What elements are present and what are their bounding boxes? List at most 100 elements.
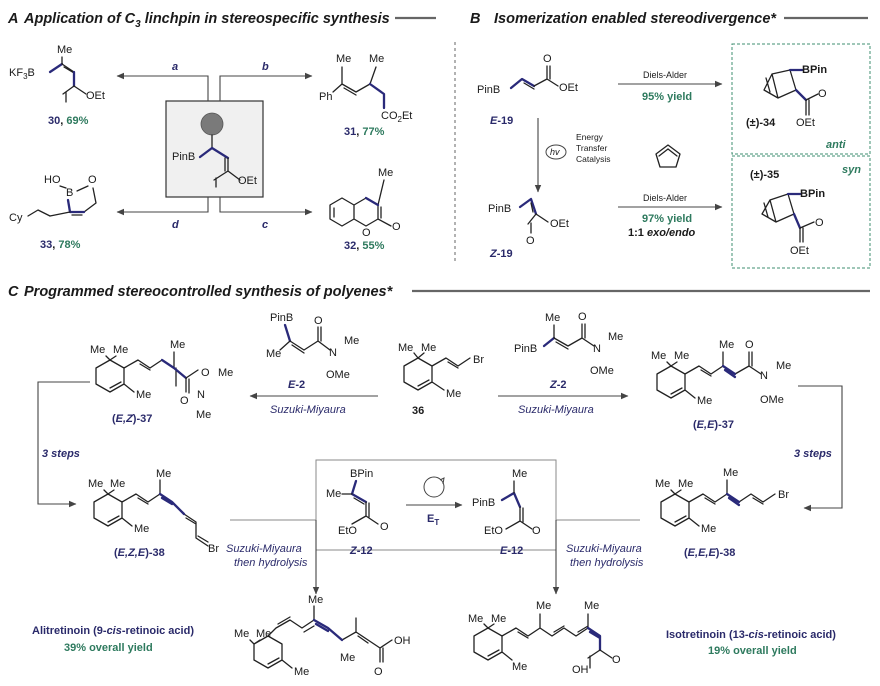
eze38-me-4: Me <box>134 523 149 535</box>
ez37-n: N <box>197 389 205 401</box>
ee37-ome: OMe <box>760 394 784 406</box>
alitretinoin-yield: 39% overall yield <box>64 642 153 654</box>
iso-me-4: Me <box>584 600 599 612</box>
c32-o-carbonyl: O <box>392 221 401 233</box>
da-top-name: Diels-Alder <box>643 70 687 80</box>
compound-30: KF3B Me OEt 30, 69% <box>9 44 105 127</box>
product-box-anti <box>731 43 871 155</box>
p34-tag: anti <box>826 139 847 151</box>
arrow-a-label: a <box>172 61 178 73</box>
z12-label: Z-12 <box>349 545 373 557</box>
e12-label: E-12 <box>500 545 523 557</box>
center-oet: OEt <box>238 175 257 187</box>
ee37-n-me: Me <box>776 360 791 372</box>
reagent-z2: Me PinB O N Me OMe Z-2 <box>514 311 623 391</box>
c32-label: 32, 55% <box>344 240 385 252</box>
p34-label: (±)-34 <box>746 117 776 129</box>
z2-n-me: Me <box>608 331 623 343</box>
isotretinoin: Me Me Me Me Me OH O Isotretinoin (13-cis… <box>468 600 836 676</box>
z12-eto: EtO <box>338 525 357 537</box>
c31-ph: Ph <box>319 91 332 103</box>
alitretinoin-name: Alitretinoin (9-cis-retinoic acid) <box>32 625 194 637</box>
three-steps-right <box>798 385 843 512</box>
ali-me-4: Me <box>294 666 309 678</box>
c36-label: 36 <box>412 405 424 417</box>
c36-me-3: Me <box>446 388 461 400</box>
e2-n: N <box>329 347 337 359</box>
ez37-ome-text: Me <box>218 367 233 379</box>
ez37-bonds <box>95 351 177 393</box>
compound-ez37: Me Me Me Me O N O Me Me (E,Z)-37 <box>90 339 233 425</box>
z2-n: N <box>593 343 601 355</box>
c32-rings <box>329 179 392 227</box>
e2-me: Me <box>266 348 281 360</box>
three-steps-left <box>37 381 90 508</box>
p35-bpin: BPin <box>800 188 825 200</box>
e12-me: Me <box>512 468 527 480</box>
z19-pinb: PinB <box>488 203 511 215</box>
panel-c: C Programmed stereocontrolled synthesis … <box>8 284 870 678</box>
ali-o: O <box>374 666 383 678</box>
p34-norbornene <box>763 69 797 99</box>
p34-bpin: BPin <box>802 64 827 76</box>
left-suzuki-hydrolysis-2: then hydrolysis <box>234 557 308 569</box>
z19-highlight <box>518 197 538 216</box>
z12-bpin: BPin <box>350 468 373 480</box>
eze38-br: Br <box>208 543 219 555</box>
p34-o: O <box>818 88 827 100</box>
suzuki-left-label: Suzuki-Miyaura <box>270 404 346 416</box>
panel-a-title: Application of C3 linchpin in stereospec… <box>23 11 390 30</box>
e2-n-me: Me <box>344 335 359 347</box>
ez37-me-3: Me <box>170 339 185 351</box>
da-bottom-name: Diels-Alder <box>643 193 687 203</box>
compound-e19: PinB O OEt E-19 <box>477 53 578 127</box>
c33-cy: Cy <box>9 212 23 224</box>
c32-highlight <box>364 196 380 207</box>
ali-highlight <box>312 618 344 642</box>
ali-oh: OH <box>394 635 411 647</box>
catalysis-line-3: Catalysis <box>576 154 610 164</box>
z19-o: O <box>526 235 535 247</box>
isotretinoin-name: Isotretinoin (13-cis-retinoic acid) <box>666 629 836 641</box>
c30-me: Me <box>57 44 72 56</box>
z2-me: Me <box>545 312 560 324</box>
compound-33: HO B O Cy 33, 78% <box>9 174 97 251</box>
c36-bonds <box>403 352 471 391</box>
cycle-icon <box>423 476 445 498</box>
reagent-e12: Me PinB EtO O E-12 <box>472 468 541 557</box>
three-steps-left-label: 3 steps <box>42 448 80 460</box>
p35-norbornene <box>761 193 795 223</box>
center-frame <box>315 459 557 520</box>
ez37-amide <box>185 369 199 394</box>
c36-me-2: Me <box>421 342 436 354</box>
iso-me-3: Me <box>536 600 551 612</box>
ee37-n: N <box>760 370 768 382</box>
ez37-label: (E,Z)-37 <box>112 413 152 425</box>
compound-32: Me O O 32, 55% <box>329 167 401 252</box>
e19-label: E-19 <box>490 115 513 127</box>
panel-b: B Isomerization enabled stereodivergence… <box>470 11 871 269</box>
p34-oet: OEt <box>796 117 815 129</box>
ali-me-5: Me <box>340 652 355 664</box>
iso-oh: OH <box>572 664 589 676</box>
e19-oet: OEt <box>559 82 578 94</box>
ee37-label: (E,E)-37 <box>693 419 734 431</box>
eee38-me-4: Me <box>701 523 716 535</box>
eee38-label: (E,E,E)-38 <box>684 547 735 559</box>
z2-bonds <box>553 323 595 350</box>
compound-ee37: Me Me Me O N Me OMe Me (E,E)-37 <box>651 339 791 431</box>
z12-o: O <box>380 521 389 533</box>
center-carbonyl-chain <box>224 157 229 172</box>
hv-label: hv <box>550 147 560 157</box>
z12-me: Me <box>326 488 341 500</box>
z19-oet: OEt <box>550 218 569 230</box>
ee37-me-4: Me <box>697 395 712 407</box>
z19-bonds <box>527 202 549 234</box>
iso-highlight <box>586 626 602 652</box>
ee37-me-3: Me <box>719 339 734 351</box>
e12-eto: EtO <box>484 525 503 537</box>
three-steps-right-label: 3 steps <box>794 448 832 460</box>
center-ester <box>213 170 241 188</box>
p34-highlight <box>788 68 808 102</box>
eee38-highlight <box>725 492 741 507</box>
